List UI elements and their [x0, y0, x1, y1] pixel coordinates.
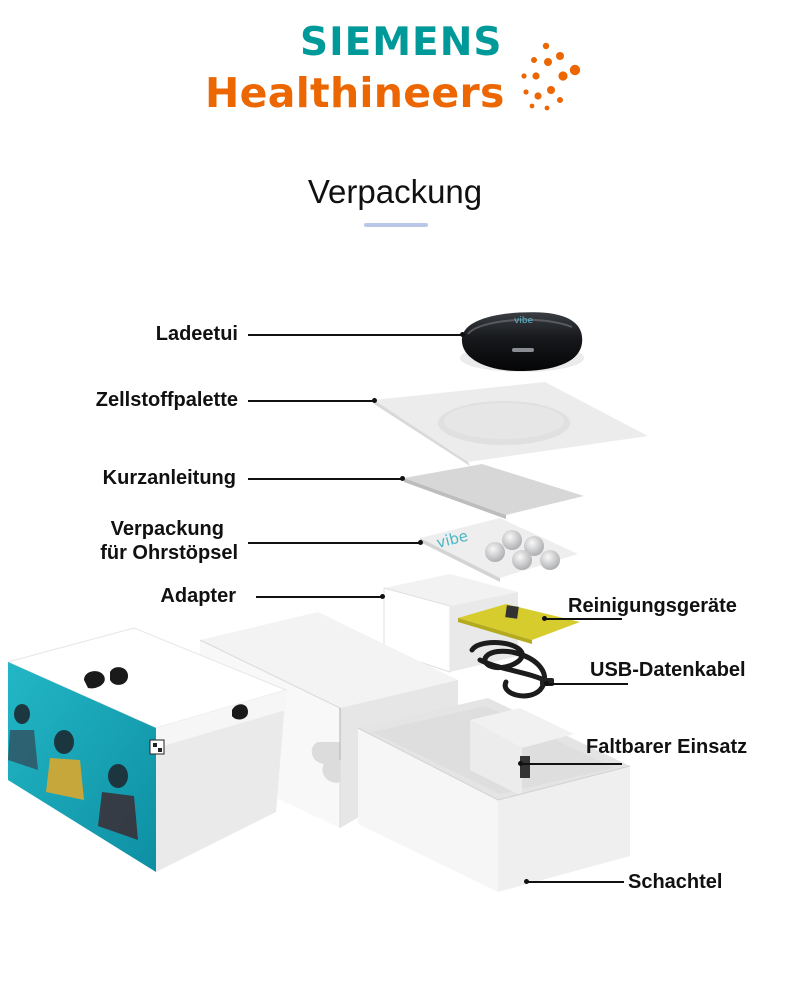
leader-dot-reinigungsgeraete	[542, 616, 547, 621]
quick-guide	[404, 464, 584, 519]
label-ladeetui: Ladeetui	[155, 323, 238, 345]
label-zellstoffpalette: Zellstoffpalette	[95, 389, 238, 411]
leader-dot-ohrstoepsel	[418, 540, 423, 545]
label-usb-datenkabel: USB-Datenkabel	[590, 659, 746, 681]
cleaning-tool	[458, 604, 580, 644]
leader-ohrstoepsel	[248, 542, 420, 544]
page-title: Verpackung	[307, 173, 483, 211]
leader-reinigungsgeraete	[544, 618, 622, 620]
leader-dot-usb-datenkabel	[544, 681, 549, 686]
leader-schachtel	[526, 881, 624, 883]
leader-dot-zellstoffpalette	[372, 398, 377, 403]
label-verpackung-line1: Verpackung	[110, 518, 224, 540]
leader-ladeetui	[248, 334, 462, 336]
brand-name-healthineers: Healthineers	[205, 69, 505, 117]
leader-zellstoffpalette	[248, 400, 374, 402]
label-verpackung-line2: für Ohrstöpsel	[100, 542, 238, 564]
leader-usb-datenkabel	[546, 683, 628, 685]
leader-dot-faltbarer-einsatz	[518, 761, 523, 766]
leader-faltbarer-einsatz	[520, 763, 622, 765]
open-box	[357, 698, 631, 892]
leader-dot-schachtel	[524, 879, 529, 884]
leader-dot-ladeetui	[460, 332, 465, 337]
label-adapter: Adapter	[160, 585, 236, 607]
retail-box	[6, 627, 288, 872]
brand-name-siemens: SIEMENS	[300, 20, 503, 65]
label-schachtel: Schachtel	[628, 871, 723, 893]
leader-adapter	[256, 596, 382, 598]
title-underline	[364, 223, 428, 227]
brand-logo: SIEMENS Healthineers	[0, 0, 790, 130]
leader-dot-kurzanleitung	[400, 476, 405, 481]
pulp-tray	[374, 382, 648, 466]
case-logo-text: vibe	[514, 316, 534, 326]
leader-dot-adapter	[380, 594, 385, 599]
leader-kurzanleitung	[248, 478, 402, 480]
charging-case: vibe	[460, 312, 584, 372]
label-faltbarer-einsatz: Faltbarer Einsatz	[586, 736, 748, 758]
label-reinigungsgeraete: Reinigungsgeräte	[568, 595, 737, 617]
label-kurzanleitung: Kurzanleitung	[102, 467, 236, 489]
eartip-pack: vibe	[420, 518, 578, 582]
brand-dots-icon	[521, 42, 581, 111]
